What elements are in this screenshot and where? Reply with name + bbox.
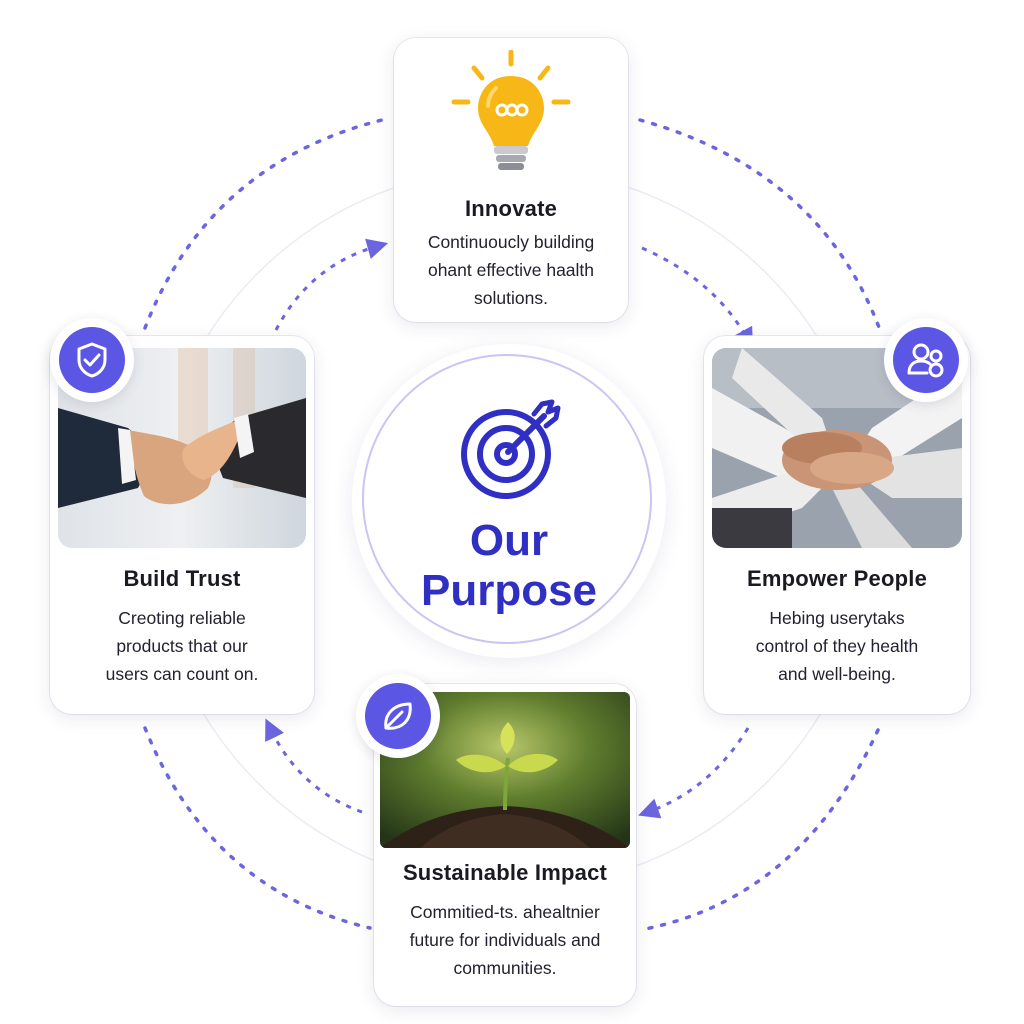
- shield-check-icon: [77, 342, 107, 378]
- outer-arc-top-left: [143, 116, 392, 330]
- leaf-icon: [384, 702, 412, 730]
- sustainable-impact-badge: [356, 674, 440, 758]
- card-sustainable-impact-text: Commitied-ts. ahealtnier future for indi…: [409, 902, 601, 978]
- outer-arc-top-right: [638, 118, 882, 332]
- center-ring: [362, 354, 652, 644]
- arrow-innovate-to-empower: [641, 246, 754, 350]
- seedling-photo: [380, 692, 630, 848]
- arrow-trust-to-innovate: [274, 238, 389, 331]
- card-build-trust-title: Build Trust: [123, 566, 241, 591]
- center-title-line2: Purpose: [420, 566, 598, 615]
- card-empower-people-text: Hebing userytaks control of they health …: [755, 608, 919, 684]
- outer-arc-bottom-right: [638, 728, 880, 932]
- card-build-trust-text: Creoting reliable products that our user…: [105, 608, 259, 684]
- outer-arc-bottom-left: [143, 726, 372, 930]
- arrow-impact-to-trust: [265, 718, 363, 814]
- build-trust-badge: [50, 318, 134, 402]
- card-empower-people-title: Empower People: [746, 566, 928, 591]
- card-sustainable-impact-title: Sustainable Impact: [402, 860, 608, 885]
- target-arrow-icon: [461, 399, 561, 499]
- card-innovate-title: Innovate: [464, 196, 558, 221]
- arrow-empower-to-impact: [638, 727, 750, 819]
- center-title-line1: Our: [469, 516, 549, 565]
- empower-people-badge: [884, 318, 968, 402]
- purpose-center: Our Purpose: [352, 344, 666, 658]
- card-innovate: Innovate Continuoucly building ohant eff…: [394, 38, 628, 322]
- users-icon: [907, 343, 944, 378]
- lightbulb-icon: [451, 50, 571, 170]
- card-innovate-text: Continuoucly building ohant effective ha…: [427, 232, 595, 308]
